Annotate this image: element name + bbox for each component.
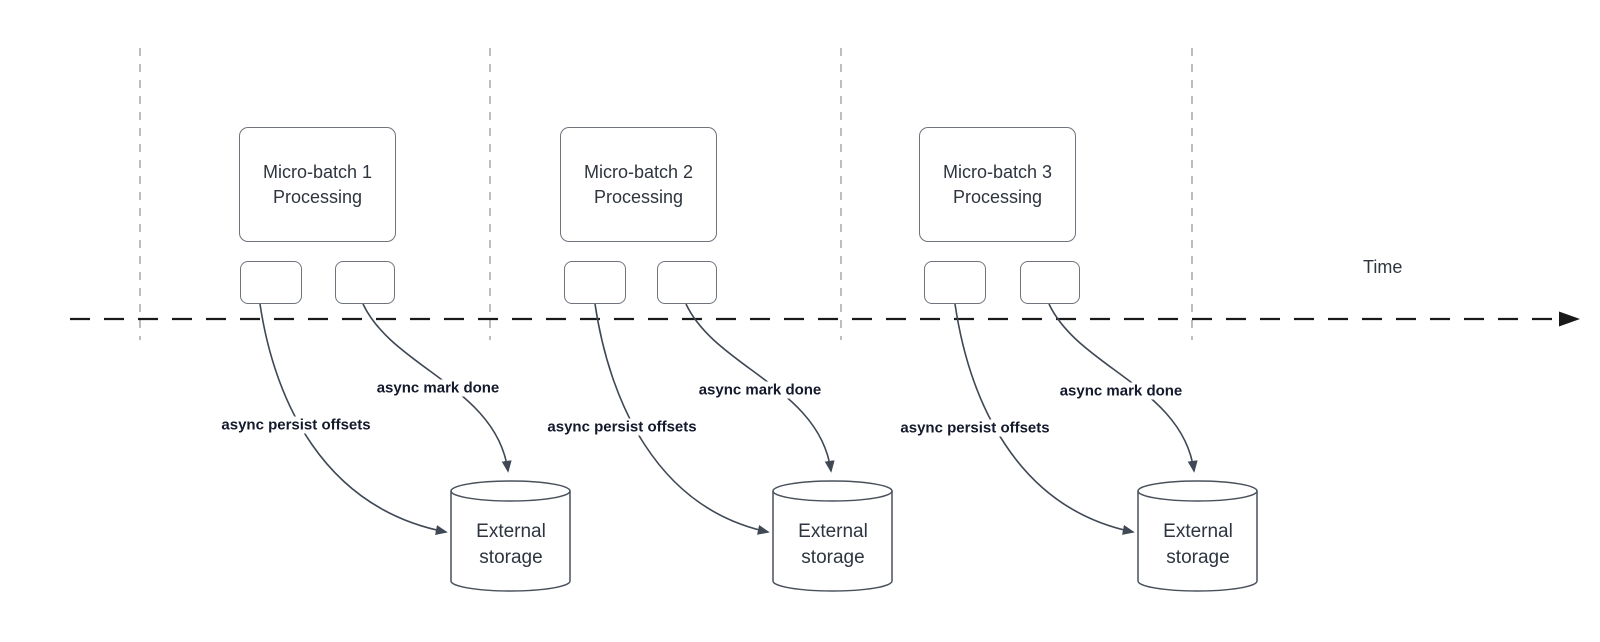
timeline-arrowhead-icon	[1559, 311, 1580, 327]
persist-offsets-connector-3	[954, 303, 1135, 535]
node-title-line1: Micro-batch 3	[942, 161, 1053, 182]
mark-task-box-2	[657, 261, 717, 304]
mark-done-label-2: async mark done	[696, 381, 824, 399]
micro-batch-2-processing-node: Micro-batch 2 Processing	[560, 127, 717, 242]
persist-offsets-label-2: async persist offsets	[545, 418, 699, 436]
persist-offsets-connector-1	[259, 303, 448, 536]
persist-offsets-label-3: async persist offsets	[898, 419, 1052, 437]
micro-batch-3-processing-node: Micro-batch 3 Processing	[919, 127, 1076, 242]
storage-label-1: External storage	[476, 521, 546, 568]
node-title-line2: Processing	[593, 186, 684, 207]
time-axis-label: Time	[1363, 257, 1403, 277]
node-title-line2: Processing	[952, 186, 1043, 207]
mark-task-box-1	[335, 261, 395, 304]
offset-task-box-1	[240, 261, 302, 304]
mark-task-box-3	[1020, 261, 1080, 304]
persist-offsets-label-1: async persist offsets	[219, 416, 373, 434]
storage-cylinder-1	[450, 480, 571, 592]
node-title-line1: Micro-batch 1	[262, 161, 373, 182]
mark-done-label-3: async mark done	[1057, 382, 1185, 400]
node-title-line2: Processing	[272, 186, 363, 207]
storage-cylinder-2	[772, 480, 893, 592]
persist-offsets-connector-2	[594, 303, 770, 535]
micro-batch-1-processing-node: Micro-batch 1 Processing	[239, 127, 396, 242]
offset-task-box-3	[924, 261, 986, 304]
offset-task-box-2	[564, 261, 626, 304]
storage-label-3: External storage	[1163, 521, 1233, 568]
mark-done-label-1: async mark done	[374, 379, 502, 397]
storage-cylinder-3	[1137, 480, 1258, 592]
mark-done-connector-3	[1048, 303, 1198, 473]
node-title-line1: Micro-batch 2	[583, 161, 694, 182]
mark-done-connector-2	[685, 303, 835, 473]
storage-label-2: External storage	[798, 521, 868, 568]
